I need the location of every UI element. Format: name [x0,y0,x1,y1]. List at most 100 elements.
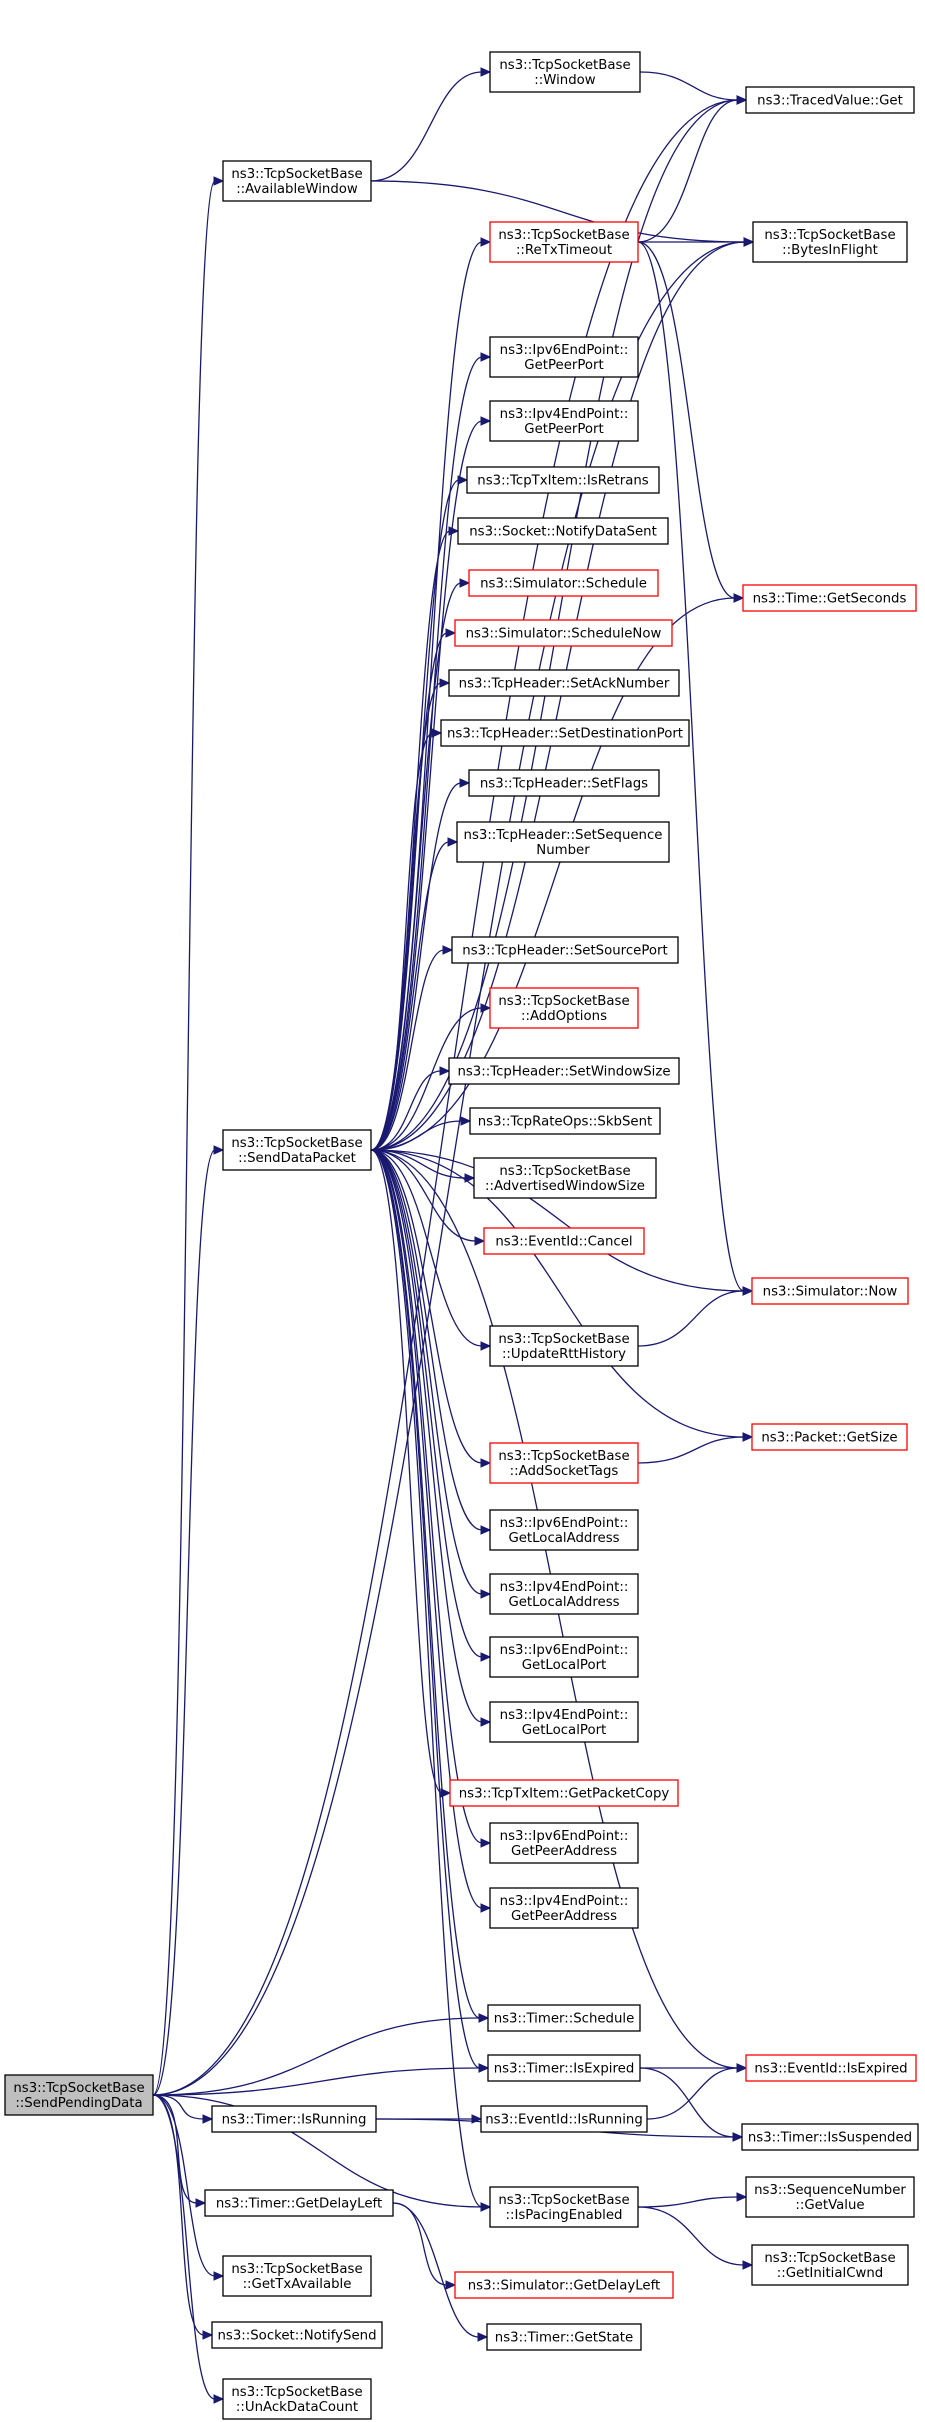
node-getpacketcopy[interactable]: ns3::TcpTxItem::GetPacketCopy [449,1779,679,1807]
node-notifysend[interactable]: ns3::Socket::NotifySend [211,2321,383,2349]
node-label-getdelayleft-0: ns3::Timer::GetDelayLeft [216,2197,382,2212]
node-box-ipv6peerport [489,336,639,378]
arrowhead-senddatapacket-to-setdestport [431,728,443,738]
node-setwindowsize[interactable]: ns3::TcpHeader::SetWindowSize [448,1057,680,1085]
arrowhead-senddatapacket-to-tracedget [736,95,748,105]
node-layer: ns3::TcpSocketBase::SendPendingDatans3::… [4,51,919,2420]
node-label-gettxavailable-1: ::GetTxAvailable [243,2277,352,2292]
node-setdestport[interactable]: ns3::TcpHeader::SetDestinationPort [440,719,690,747]
node-bytesinflight[interactable]: ns3::TcpSocketBase::BytesInFlight [752,221,908,263]
node-unackdatacount[interactable]: ns3::TcpSocketBase::UnAckDataCount [222,2378,372,2420]
edge-root-to-timerschedule [152,2017,481,2096]
node-label-setflags-0: ns3::TcpHeader::SetFlags [480,777,648,792]
node-notifydatasent[interactable]: ns3::Socket::NotifyDataSent [457,517,669,545]
node-box-setsourceport [451,936,679,964]
node-box-getseconds [742,584,917,612]
node-ipv6localaddr[interactable]: ns3::Ipv6EndPoint::GetLocalAddress [489,1509,639,1551]
edge-root-to-notifysend [152,2094,205,2336]
node-box-getpacketcopy [449,1779,679,1807]
node-getsize[interactable]: ns3::Packet::GetSize [751,1423,908,1451]
node-setsourceport[interactable]: ns3::TcpHeader::SetSourcePort [451,936,679,964]
node-ipv4peeraddr[interactable]: ns3::Ipv4EndPoint::GetPeerAddress [489,1887,639,1929]
edge-senddatapacket-to-timerschedule [370,1149,481,2019]
node-retx[interactable]: ns3::TcpSocketBase::ReTxTimeout [489,221,639,263]
node-getinitialcwnd[interactable]: ns3::TcpSocketBase::GetInitialCwnd [751,2244,909,2286]
node-label-updatertt-0: ns3::TcpSocketBase [498,1332,629,1347]
node-timerschedule[interactable]: ns3::Timer::Schedule [487,2004,641,2032]
edge-retx-to-getseconds [637,241,736,599]
node-label-retx-1: ::ReTxTimeout [516,243,612,258]
node-senddatapacket[interactable]: ns3::TcpSocketBase::SendDataPacket [222,1129,372,1171]
edge-senddatapacket-to-ispacingenabled [370,1149,483,2208]
node-label-root-0: ns3::TcpSocketBase [13,2081,144,2096]
node-window[interactable]: ns3::TcpSocketBase::Window [489,51,641,93]
node-addsockettags[interactable]: ns3::TcpSocketBase::AddSocketTags [489,1442,639,1484]
node-box-getinitialcwnd [751,2244,909,2286]
node-label-addsockettags-1: ::AddSocketTags [510,1464,619,1479]
arrowhead-senddatapacket-to-advwinsize [464,1173,476,1183]
node-gettxavailable[interactable]: ns3::TcpSocketBase::GetTxAvailable [222,2255,372,2297]
node-getseconds[interactable]: ns3::Time::GetSeconds [742,584,917,612]
node-timerissuspended[interactable]: ns3::Timer::IsSuspended [741,2123,919,2151]
node-isretrans[interactable]: ns3::TcpTxItem::IsRetrans [466,466,660,494]
arrowhead-root-to-getdelayleft [195,2198,207,2208]
node-eventisexpired[interactable]: ns3::EventId::IsExpired [745,2054,917,2082]
edge-root-to-timerisrunning [152,2094,205,2120]
arrowhead-senddatapacket-to-setsourceport [442,945,454,955]
node-timerisrunning[interactable]: ns3::Timer::IsRunning [211,2105,377,2133]
node-updatertt[interactable]: ns3::TcpSocketBase::UpdateRttHistory [489,1325,639,1367]
node-availwin[interactable]: ns3::TcpSocketBase::AvailableWindow [222,160,372,202]
node-getdelayleft[interactable]: ns3::Timer::GetDelayLeft [204,2189,394,2217]
node-ispacingenabled[interactable]: ns3::TcpSocketBase::IsPacingEnabled [489,2186,639,2228]
arrowhead-senddatapacket-to-ipv4localaddr [480,1589,492,1599]
node-timergetstate[interactable]: ns3::Timer::GetState [486,2323,642,2351]
node-box-bytesinflight [752,221,908,263]
node-box-simgetdelayleft [454,2271,674,2299]
node-root[interactable]: ns3::TcpSocketBase::SendPendingData [4,2074,154,2116]
edge-senddatapacket-to-setdestport [370,732,434,1151]
node-box-ipv4localaddr [489,1573,639,1615]
node-eventcancel[interactable]: ns3::EventId::Cancel [483,1227,645,1255]
node-skbsent[interactable]: ns3::TcpRateOps::SkbSent [469,1107,661,1135]
node-label-ipv6localaddr-0: ns3::Ipv6EndPoint:: [500,1516,629,1531]
arrowhead-addsockettags-to-getsize [742,1432,754,1442]
node-tracedget[interactable]: ns3::TracedValue::Get [745,86,915,114]
node-setflags[interactable]: ns3::TcpHeader::SetFlags [468,769,660,797]
edge-updatertt-to-simnow [637,1290,745,1347]
edge-senddatapacket-to-getpacketcopy [370,1149,443,1794]
edge-eventisrunning-to-eventisexpired [646,2067,739,2120]
node-box-seqgetvalue [745,2176,915,2218]
node-box-schedulenow [454,619,673,647]
node-label-ipv4peerport-0: ns3::Ipv4EndPoint:: [500,407,629,422]
arrowhead-senddatapacket-to-getseconds [733,593,745,603]
arrowhead-senddatapacket-to-simschedule [459,578,471,588]
node-addoptions[interactable]: ns3::TcpSocketBase::AddOptions [489,987,639,1029]
arrowhead-senddatapacket-to-timerisexpired [478,2063,490,2073]
node-ipv4localaddr[interactable]: ns3::Ipv4EndPoint::GetLocalAddress [489,1573,639,1615]
node-label-setsourceport-0: ns3::TcpHeader::SetSourcePort [462,944,667,959]
node-setacknumber[interactable]: ns3::TcpHeader::SetAckNumber [448,669,680,697]
node-simschedule[interactable]: ns3::Simulator::Schedule [468,569,659,597]
node-ipv6localport[interactable]: ns3::Ipv6EndPoint::GetLocalPort [489,1636,639,1678]
node-ipv4peerport[interactable]: ns3::Ipv4EndPoint::GetPeerPort [489,400,639,442]
node-label-addoptions-0: ns3::TcpSocketBase [498,994,629,1009]
node-simgetdelayleft[interactable]: ns3::Simulator::GetDelayLeft [454,2271,674,2299]
node-schedulenow[interactable]: ns3::Simulator::ScheduleNow [454,619,673,647]
node-eventisrunning[interactable]: ns3::EventId::IsRunning [480,2105,648,2133]
node-advwinsize[interactable]: ns3::TcpSocketBase::AdvertisedWindowSize [473,1157,657,1199]
edge-root-to-senddatapacket [152,1149,216,2096]
node-box-timerschedule [487,2004,641,2032]
node-label-seqgetvalue-0: ns3::SequenceNumber [754,2183,906,2198]
node-ipv4localport[interactable]: ns3::Ipv4EndPoint::GetLocalPort [489,1701,639,1743]
node-ipv6peerport[interactable]: ns3::Ipv6EndPoint::GetPeerPort [489,336,639,378]
node-timerisexpired[interactable]: ns3::Timer::IsExpired [487,2054,641,2082]
node-seqgetvalue[interactable]: ns3::SequenceNumber::GetValue [745,2176,915,2218]
node-label-getpacketcopy-0: ns3::TcpTxItem::GetPacketCopy [459,1787,670,1802]
node-simnow[interactable]: ns3::Simulator::Now [751,1277,909,1305]
arrowhead-senddatapacket-to-ipv6peeraddr [480,1838,492,1848]
node-ipv6peeraddr[interactable]: ns3::Ipv6EndPoint::GetPeerAddress [489,1822,639,1864]
edge-senddatapacket-to-ipv6peerport [370,356,483,1151]
node-label-getinitialcwnd-0: ns3::TcpSocketBase [764,2251,895,2266]
